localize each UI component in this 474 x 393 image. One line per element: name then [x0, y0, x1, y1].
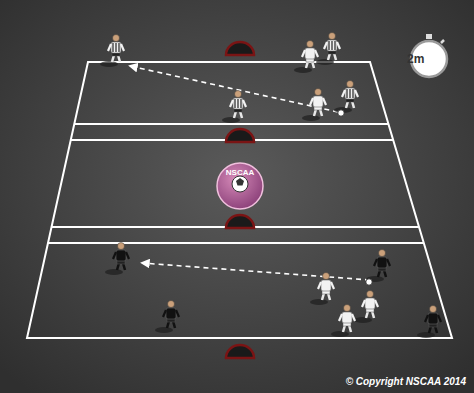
- player: [294, 41, 318, 74]
- pass-arrow: [130, 66, 338, 112]
- player: [105, 243, 129, 276]
- duration-text: 2m: [407, 52, 424, 66]
- field-lines: [27, 42, 452, 358]
- player: [100, 35, 124, 68]
- player: [310, 273, 334, 306]
- player: [155, 301, 179, 334]
- goal: [226, 42, 254, 55]
- player: [316, 33, 340, 66]
- player: [302, 89, 326, 122]
- pass-arrow: [142, 263, 370, 280]
- logo-text: NSCAA: [226, 168, 254, 177]
- player: [331, 305, 355, 338]
- field-outline: [27, 62, 452, 338]
- player: [222, 91, 246, 124]
- logo-ball-patch: [236, 178, 244, 186]
- goal: [226, 215, 254, 228]
- ball: [338, 110, 344, 116]
- logo-emblem: [217, 163, 263, 209]
- copyright-note: © Copyright NSCAA 2014: [346, 376, 466, 387]
- goal: [226, 129, 254, 142]
- player: [334, 81, 358, 114]
- goal: [226, 345, 254, 358]
- zone-line: [74, 123, 388, 125]
- player: [354, 291, 378, 324]
- player: [417, 306, 441, 339]
- ball: [366, 279, 372, 285]
- players: [100, 33, 441, 339]
- player: [366, 250, 390, 283]
- zone-line: [48, 242, 424, 244]
- logo-ball: [232, 176, 248, 192]
- timer-icon: 2m: [407, 34, 451, 82]
